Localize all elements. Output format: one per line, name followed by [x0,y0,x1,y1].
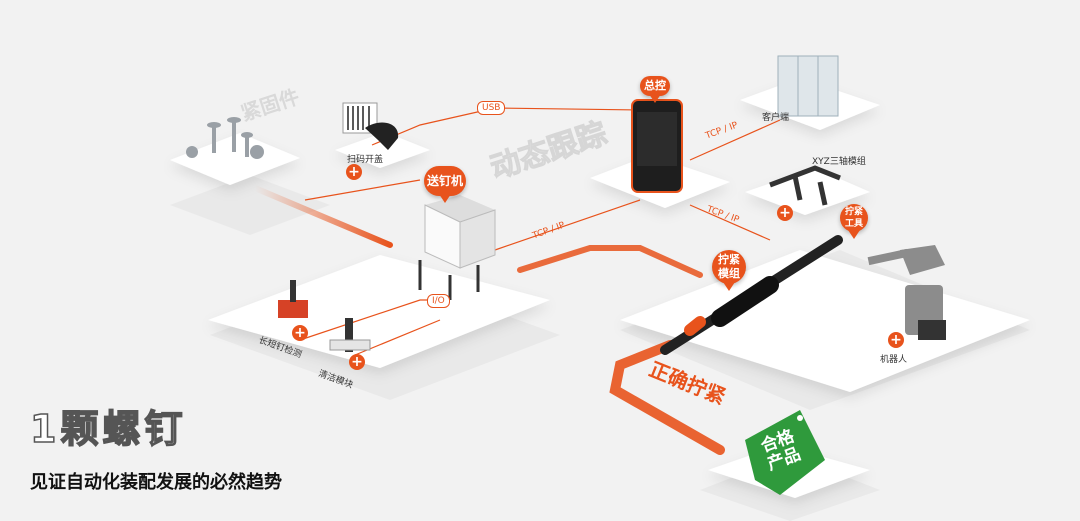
label-scanner: 扫码开盖 [347,155,384,165]
tag-usb: USB [477,101,506,115]
product-badge [745,410,825,495]
controller-graphic [631,99,683,193]
flow-feeder-module [517,245,703,278]
tag-io: I/O [427,294,450,308]
platform-fastener [170,133,300,185]
platform-scanner [335,132,430,168]
screws-graphic [186,117,264,159]
label-client: 客户端 [762,113,790,123]
label-xyz: XYZ三轴模组 [812,157,866,167]
feeder-graphic [418,195,496,300]
flow-fastener-feeder [252,185,393,248]
plus-cleaning[interactable]: + [349,354,365,370]
label-robot: 机器人 [880,355,908,365]
fastener-title: 紧固件 [238,84,302,125]
plus-scanner[interactable]: + [346,164,362,180]
plus-xyz[interactable]: + [777,205,793,221]
platform-robot [620,250,1030,392]
tracking-title: 动态跟踪 [486,116,611,186]
pin-module: 拧紧 模组 [712,250,746,291]
headline-subtitle: 见证自动化装配发展的必然趋势 [30,472,282,493]
plus-robot[interactable]: + [888,332,904,348]
station-devices [278,280,371,352]
line-fastener-feeder [304,179,421,201]
pin-master: 总控 [640,76,670,103]
headline-title: 1颗螺钉 [29,406,187,452]
pin-feeder: 送钉机 [424,166,466,203]
tightening-module-graphic [660,235,843,355]
line-master-robot [689,204,771,241]
line-feeder-master [494,199,641,251]
pin-tool: 拧紧 工具 [840,204,868,239]
robot-graphic [867,245,946,340]
line-master-client [689,119,781,161]
scanner-graphic [342,102,399,150]
xyz-graphic [769,165,841,206]
plus-feeder[interactable]: + [292,325,308,341]
flow-paths [252,185,725,455]
client-graphic [777,55,839,117]
flow-module-product [609,340,725,455]
